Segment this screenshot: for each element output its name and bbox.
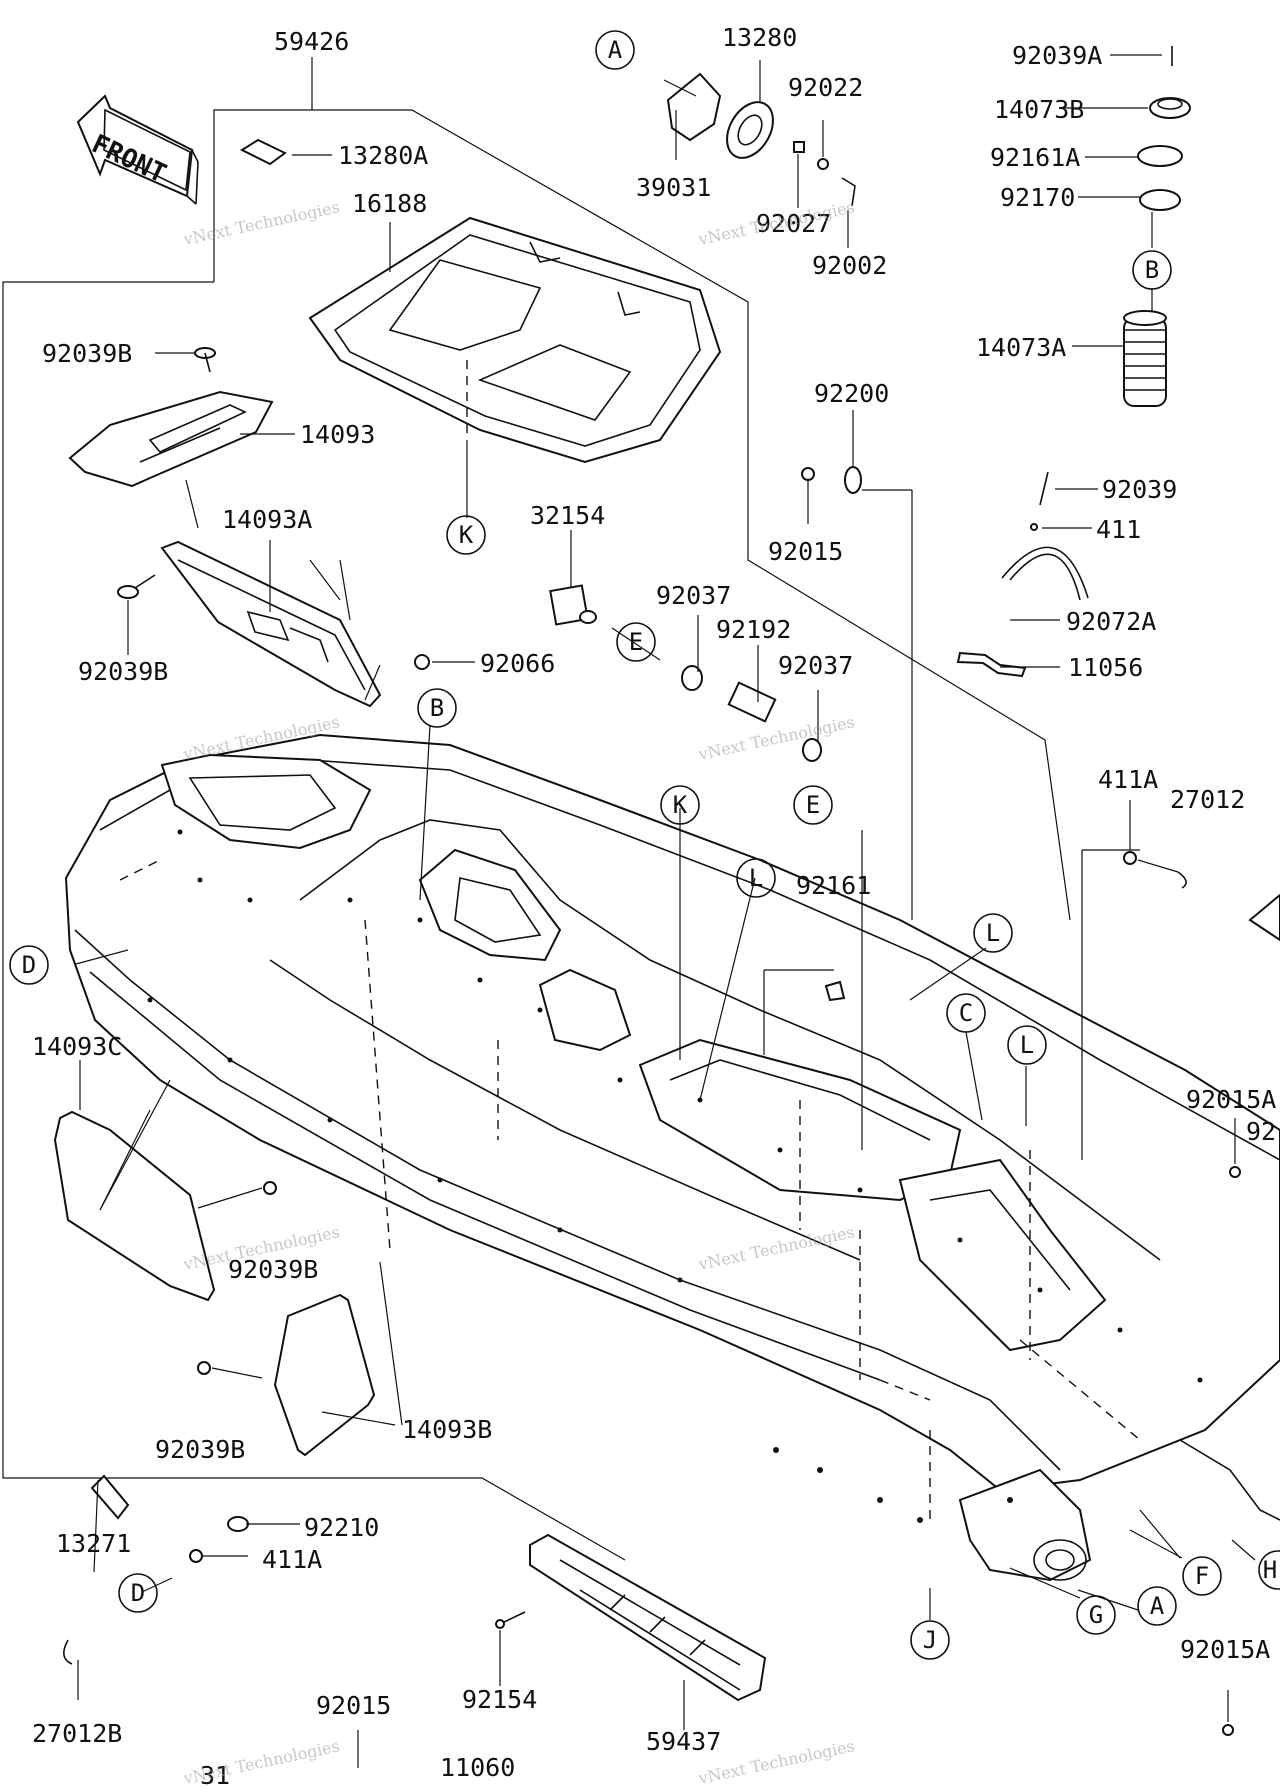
label-16188: 16188: [352, 189, 427, 218]
label-92-cut: 92: [1246, 1117, 1276, 1146]
label-13271: 13271: [56, 1529, 131, 1558]
label-92066: 92066: [480, 649, 555, 678]
label-92154: 92154: [462, 1685, 537, 1714]
callout-C: C: [959, 999, 973, 1027]
callout-L-b: L: [986, 919, 1000, 947]
callout-F: F: [1195, 1562, 1209, 1590]
hull-deck: [64, 733, 1280, 1582]
label-27012: 27012: [1170, 785, 1245, 814]
callout-B-mid: B: [430, 694, 444, 722]
label-14093B: 14093B: [402, 1415, 492, 1444]
label-92039A: 92039A: [1012, 41, 1102, 70]
cover-14093A: [160, 540, 382, 708]
label-411: 411: [1096, 515, 1141, 544]
label-92039B-top: 92039B: [42, 339, 132, 368]
group-bracket-59426: [213, 109, 1071, 921]
label-11056: 11056: [1068, 653, 1143, 682]
hardware-parts: [63, 46, 1280, 1736]
label-14093: 14093: [300, 420, 375, 449]
watermark-2: vNext Technologies: [696, 197, 856, 249]
callout-D-left: D: [22, 951, 36, 979]
label-39031: 39031: [636, 173, 711, 202]
callout-L-a: L: [749, 864, 763, 892]
label-92015-bottom: 92015: [316, 1691, 391, 1720]
panel-14093C: [53, 1110, 216, 1302]
callout-B-top: B: [1145, 256, 1159, 284]
label-92210: 92210: [304, 1513, 379, 1542]
footrest-59437: [529, 1533, 767, 1702]
callout-L-c: L: [1020, 1031, 1034, 1059]
callout-E-b: E: [806, 791, 820, 819]
label-92039B-low: 92039B: [155, 1435, 245, 1464]
label-92039B-mid: 92039B: [228, 1255, 318, 1284]
label-92072A: 92072A: [1066, 607, 1156, 636]
label-92161A: 92161A: [990, 143, 1080, 172]
label-92170: 92170: [1000, 183, 1075, 212]
callout-A-bottom: A: [1150, 1592, 1165, 1620]
dashed-leaders: [119, 859, 1141, 1520]
label-411A-right: 411A: [1098, 765, 1158, 794]
label-92039: 92039: [1102, 475, 1177, 504]
callout-letters: A B K E B K E L L C L D D J G A F H: [9, 30, 1280, 1660]
label-13280A: 13280A: [338, 141, 428, 170]
callout-H: H: [1263, 1556, 1277, 1584]
label-92015A-bottom: 92015A: [1180, 1635, 1270, 1664]
label-92015A-top: 92015A: [1186, 1085, 1276, 1114]
front-arrow-badge: FRONT: [76, 94, 199, 205]
label-92037-b: 92037: [778, 651, 853, 680]
label-14093C: 14093C: [32, 1032, 122, 1061]
label-92027: 92027: [756, 209, 831, 238]
label-92037-a: 92037: [656, 581, 731, 610]
panel-14093B: [273, 1293, 376, 1457]
label-92192: 92192: [716, 615, 791, 644]
callout-G: G: [1089, 1601, 1103, 1629]
label-92002: 92002: [812, 251, 887, 280]
part-number-labels: 59426 13280A 16188 92039B 14093 14093A 9…: [32, 23, 1276, 1790]
label-14073A: 14073A: [976, 333, 1066, 362]
leader-lines: [75, 54, 1256, 1768]
callout-A-top: A: [608, 36, 623, 64]
label-14073B: 14073B: [994, 95, 1084, 124]
label-59426: 59426: [274, 27, 349, 56]
label-31: 31: [200, 1761, 230, 1790]
callout-D-bottom: D: [131, 1579, 145, 1607]
label-411A-bottom: 411A: [262, 1545, 322, 1574]
label-14093A: 14093A: [222, 505, 312, 534]
callout-J: J: [923, 1626, 937, 1654]
callout-K-top: K: [459, 521, 474, 549]
label-11060: 11060: [440, 1753, 515, 1782]
label-92200: 92200: [814, 379, 889, 408]
label-92022: 92022: [788, 73, 863, 102]
hull-rivets: [147, 829, 1203, 1523]
label-59437: 59437: [646, 1727, 721, 1756]
callout-K-mid: K: [673, 791, 688, 819]
label-32154: 32154: [530, 501, 605, 530]
watermark-4: vNext Technologies: [696, 712, 856, 764]
cover-14093: [68, 390, 274, 488]
callout-E-a: E: [629, 628, 643, 656]
label-27012B: 27012B: [32, 1719, 122, 1748]
storage-bin-16188: [308, 216, 722, 464]
watermark-1: vNext Technologies: [181, 197, 341, 249]
label-13280: 13280: [722, 23, 797, 52]
label-92039B-left: 92039B: [78, 657, 168, 686]
label-92161: 92161: [796, 871, 871, 900]
label-92015-mid: 92015: [768, 537, 843, 566]
